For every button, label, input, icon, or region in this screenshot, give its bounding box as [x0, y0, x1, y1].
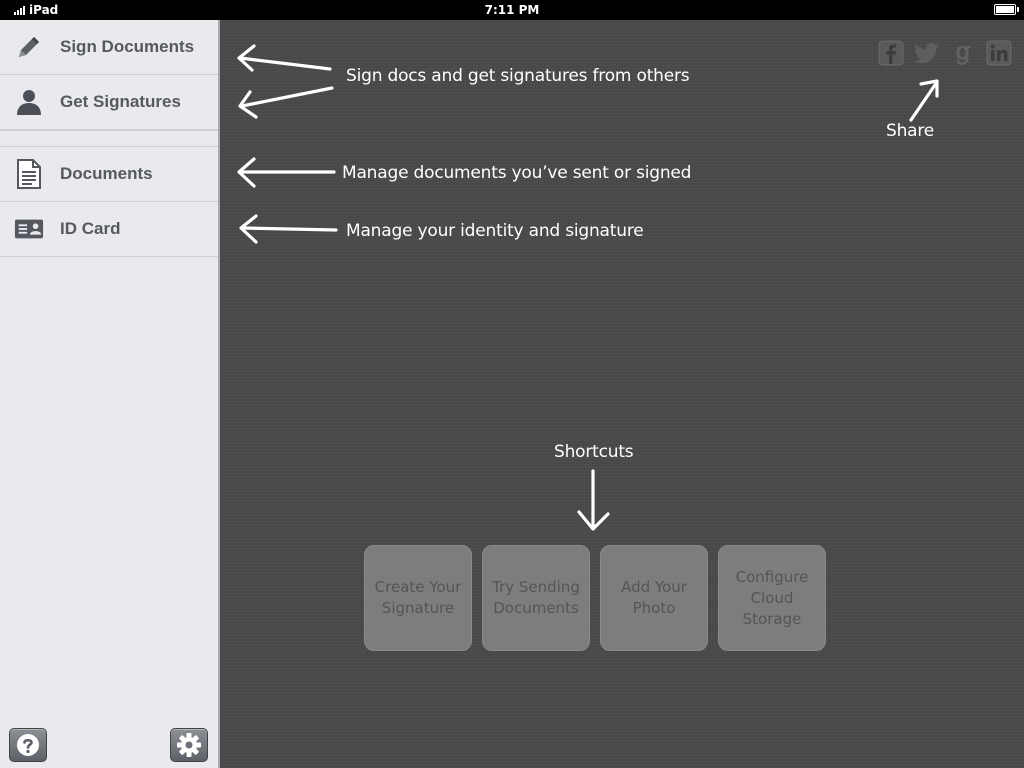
gear-icon: [177, 733, 201, 757]
sidebar-item-label: Sign Documents: [60, 37, 195, 56]
help-icon: [17, 734, 39, 756]
facebook-icon[interactable]: [877, 39, 905, 67]
sidebar-item-id-card[interactable]: ID Card: [0, 202, 218, 257]
annotation-share: Share: [886, 121, 935, 141]
arrow-icon: [239, 214, 338, 244]
tile-label: Add Your: [621, 578, 687, 596]
share-icons: g: [877, 39, 1013, 67]
status-time: 7:11 PM: [484, 3, 540, 17]
settings-button[interactable]: [170, 728, 208, 762]
tile-label: Try Sending: [492, 578, 580, 596]
tile-label: Create Your: [374, 578, 462, 596]
linkedin-icon[interactable]: [985, 39, 1013, 67]
carrier-label: iPad: [29, 3, 59, 17]
help-button[interactable]: [9, 728, 47, 762]
id-card-icon: [14, 214, 44, 244]
arrow-icon: [237, 44, 334, 119]
sidebar-divider: [0, 130, 218, 131]
try-sending-documents-button[interactable]: Try Sending Documents: [482, 545, 590, 651]
tile-label: Signature: [381, 599, 455, 617]
create-signature-button[interactable]: Create Your Signature: [364, 545, 472, 651]
sidebar-item-documents[interactable]: Documents: [0, 147, 218, 202]
svg-text:g: g: [955, 39, 970, 65]
battery-icon: [994, 4, 1019, 15]
document-icon: [14, 159, 44, 189]
google-icon[interactable]: g: [949, 39, 977, 67]
sidebar-item-sign-documents[interactable]: Sign Documents: [0, 20, 218, 75]
sidebar-item-get-signatures[interactable]: Get Signatures: [0, 75, 218, 130]
arrow-icon: [577, 469, 610, 531]
sidebar-divider: [0, 146, 218, 147]
annotation-identity: Manage your identity and signature: [346, 221, 644, 241]
tile-label: Cloud: [750, 588, 794, 607]
twitter-icon[interactable]: [913, 39, 941, 67]
pencil-icon: [14, 32, 44, 62]
annotation-sign: Sign docs and get signatures from others: [346, 66, 690, 86]
configure-cloud-storage-button[interactable]: Configure Cloud Storage: [718, 545, 826, 651]
tile-label: Storage: [742, 609, 802, 628]
sidebar-item-label: Get Signatures: [60, 92, 181, 111]
status-bar-left: iPad: [14, 3, 58, 17]
person-icon: [14, 87, 44, 117]
arrow-icon: [909, 79, 939, 122]
tile-label: Photo: [632, 599, 676, 617]
tile-label: Documents: [493, 599, 579, 617]
sidebar: Sign Documents Get Signatures Documents …: [0, 20, 220, 768]
tile-label: Configure: [735, 567, 809, 586]
annotation-manage-documents: Manage documents you’ve sent or signed: [342, 163, 692, 183]
status-bar: iPad 7:11 PM: [0, 0, 1024, 20]
signal-icon: [14, 5, 25, 15]
sidebar-item-label: Documents: [60, 164, 153, 183]
add-photo-button[interactable]: Add Your Photo: [600, 545, 708, 651]
annotation-shortcuts: Shortcuts: [554, 442, 634, 462]
sidebar-item-label: ID Card: [60, 219, 121, 238]
main-area: Sign docs and get signatures from others…: [220, 20, 1024, 768]
arrow-icon: [237, 157, 336, 188]
